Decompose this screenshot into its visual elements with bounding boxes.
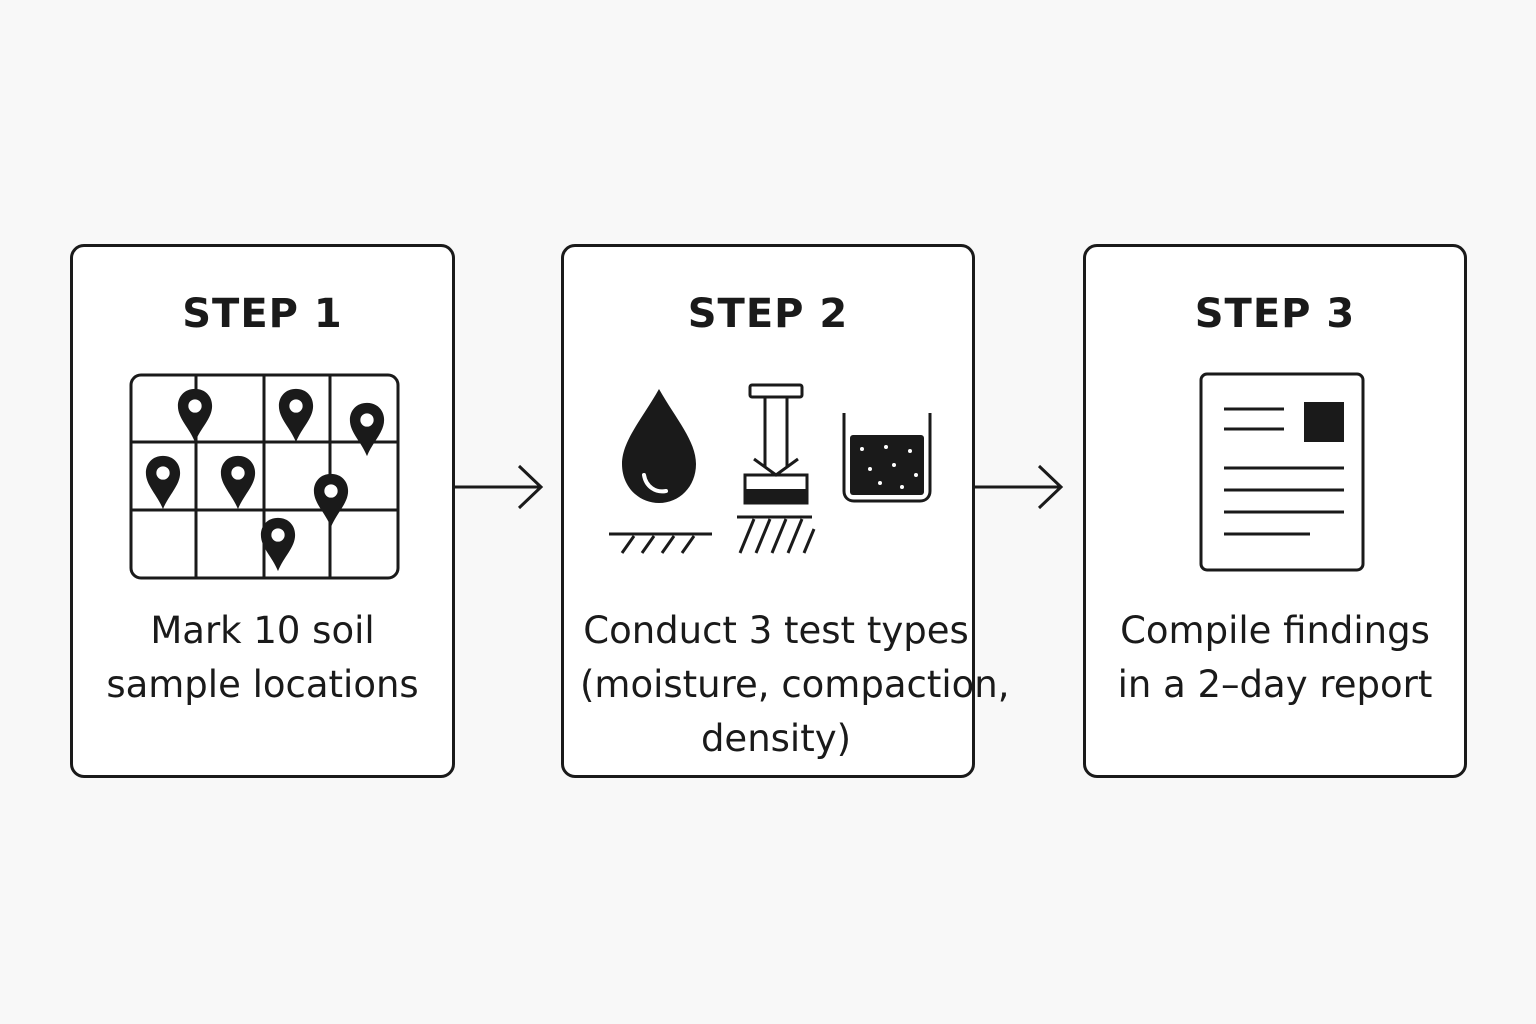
compaction-tamper-icon (737, 383, 816, 554)
water-drop-icon (609, 389, 712, 554)
step-2-description-line: (moisture, compaction, (580, 663, 1010, 706)
step-3-description-line: in a 2–day report (1117, 663, 1433, 706)
step-2-description-line: Conduct 3 test types (583, 609, 969, 652)
location-pin-icon (260, 517, 296, 572)
report-document-icon (1199, 372, 1365, 572)
step-1-title: STEP 1 (182, 291, 343, 337)
step-1-card: STEP 1 Mark 10 soil sample locations (70, 244, 455, 778)
location-pin-icon (220, 455, 256, 510)
step-3-description: Compile findings in a 2–day report (1086, 604, 1464, 712)
step-1-description: Mark 10 soil sample locations (73, 604, 452, 712)
location-pin-icon (145, 455, 181, 510)
step-3-description-line: Compile findings (1120, 609, 1430, 652)
step-1-description-line: Mark 10 soil (150, 609, 375, 652)
step-2-title: STEP 2 (687, 291, 849, 337)
step-3-title: STEP 3 (1194, 291, 1356, 337)
location-pin-icon (278, 388, 314, 443)
step-2-description-line: density) (700, 717, 852, 760)
map-grid-pins-icon (129, 373, 400, 580)
step-2-description: Conduct 3 test types (moisture, compacti… (564, 604, 1010, 766)
step-2-card: STEP 2 (561, 244, 1010, 778)
density-beaker-icon (842, 413, 932, 503)
step-1-description-line: sample locations (106, 663, 419, 706)
test-types-icons (609, 383, 932, 554)
location-pin-icon (313, 473, 349, 528)
arrow-right-icon (975, 464, 1064, 510)
location-pin-icon (177, 388, 213, 443)
location-pin-icon (349, 402, 385, 457)
step-3-card: STEP 3 Compile findings in a 2–day repor… (1083, 244, 1467, 778)
arrow-right-icon (455, 464, 544, 510)
